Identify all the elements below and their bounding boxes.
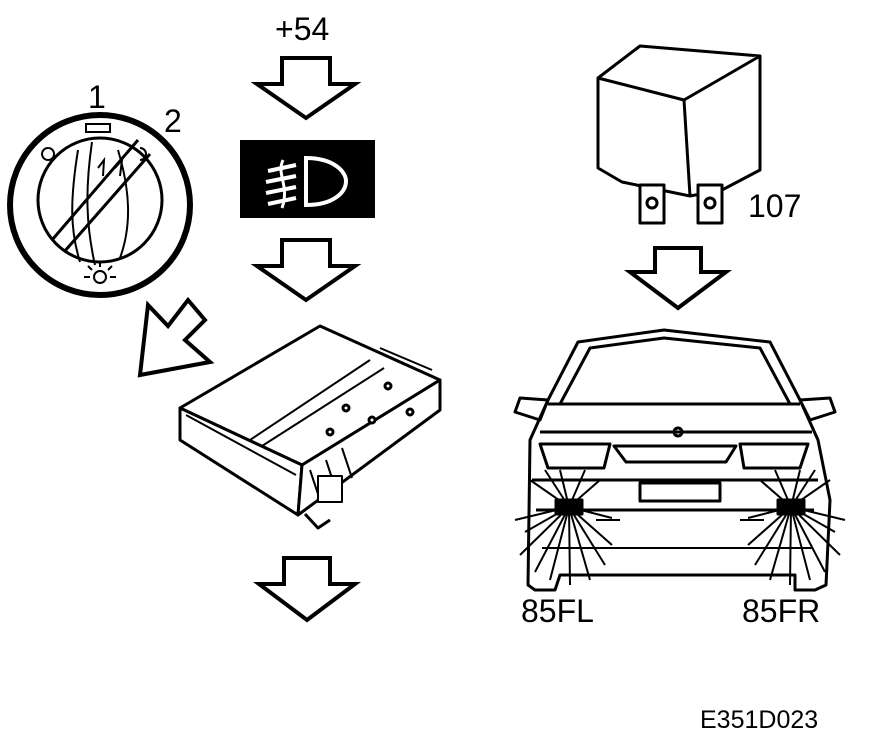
relay-icon (596, 44, 762, 225)
down-arrow-icon (253, 556, 361, 623)
supply-label: +54 (275, 11, 329, 47)
diagonal-arrow-icon (137, 296, 215, 378)
figure-reference-label: E351D023 (700, 706, 818, 734)
car-front-view-icon (513, 328, 846, 592)
front-fog-light-icon (240, 140, 375, 218)
down-arrow-icon (624, 246, 732, 311)
switch-position-2-label: 2 (164, 103, 182, 139)
fog-light-right-label: 85FR (742, 593, 820, 629)
down-arrow-icon (250, 238, 362, 303)
relay-label: 107 (748, 188, 801, 224)
light-switch-knob-icon (7, 112, 193, 298)
control-module-box-icon (178, 324, 442, 530)
fog-light-left-label: 85FL (521, 593, 594, 629)
switch-position-1-label: 1 (88, 79, 106, 115)
down-arrow-icon (250, 56, 362, 121)
